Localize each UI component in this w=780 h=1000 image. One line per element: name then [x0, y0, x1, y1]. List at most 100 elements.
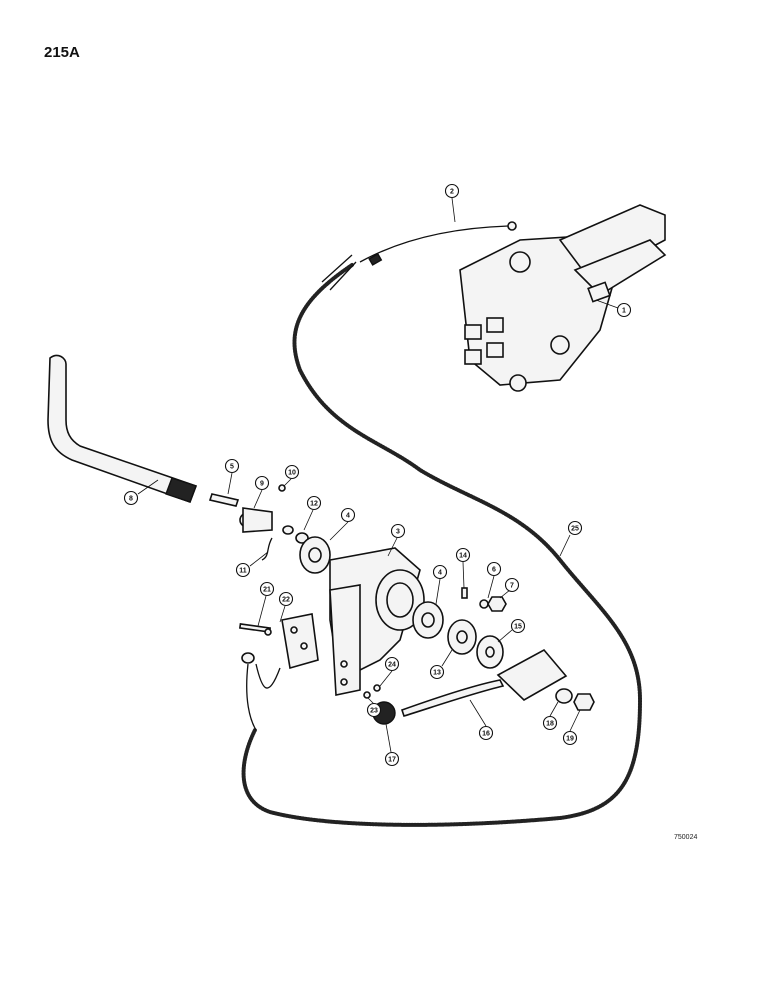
- callout-label: 5: [230, 464, 234, 471]
- wire-lead-b: [329, 261, 357, 291]
- callout-label: 2: [450, 189, 454, 196]
- callout-c11: 11: [235, 562, 251, 578]
- callout-label: 23: [370, 708, 378, 715]
- callout-c13: 13: [429, 664, 445, 680]
- callout-c17: 17: [384, 751, 400, 767]
- callout-label: 4: [438, 570, 442, 577]
- callout-c10: 10: [284, 464, 300, 480]
- callout-circle: [542, 715, 558, 731]
- callout-label: 14: [459, 553, 467, 560]
- switch-wire-2: [359, 225, 509, 263]
- callout-label: 25: [571, 526, 579, 533]
- callout-circle: [123, 490, 139, 506]
- callout-circle: [235, 562, 251, 578]
- callout-c21: 21: [259, 581, 275, 597]
- callout-c9: 9: [254, 475, 270, 491]
- callout-circle: [429, 664, 445, 680]
- callout-label: 4: [346, 513, 350, 520]
- callout-c23: 23: [366, 702, 382, 718]
- callout-c5: 5: [224, 458, 240, 474]
- callout-label: 16: [482, 731, 490, 738]
- lever-tube: [47, 354, 198, 504]
- callout-circle: [259, 581, 275, 597]
- callout-label: 15: [514, 624, 522, 631]
- callout-c8: 8: [123, 490, 139, 506]
- callout-c15: 15: [510, 618, 526, 634]
- callout-c2: 2: [444, 183, 460, 199]
- mounting-bracket: [329, 547, 425, 696]
- callout-c4b: 4: [432, 564, 448, 580]
- wire-connector: [368, 252, 383, 266]
- callout-c6: 6: [486, 561, 502, 577]
- nut-19: [573, 693, 595, 711]
- callout-circle: [455, 547, 471, 563]
- callout-c4a: 4: [340, 507, 356, 523]
- callout-circle: [254, 475, 270, 491]
- washer-23: [363, 691, 371, 699]
- callout-circle: [366, 702, 382, 718]
- callout-c19: 19: [562, 730, 578, 746]
- callout-circle: [384, 656, 400, 672]
- callout-circle: [567, 520, 583, 536]
- callout-label: 6: [492, 567, 496, 574]
- set-screw-14: [461, 587, 468, 599]
- washer-18: [555, 688, 573, 704]
- callout-circle: [384, 751, 400, 767]
- callout-circle: [616, 302, 632, 318]
- leader-lines: [137, 197, 619, 753]
- neutral-switch: [238, 613, 319, 731]
- callout-circle: [562, 730, 578, 746]
- callout-c7: 7: [504, 577, 520, 593]
- callout-label: 8: [129, 496, 133, 503]
- control-lever: [400, 679, 505, 717]
- callout-circle: [340, 507, 356, 523]
- callout-c12: 12: [306, 495, 322, 511]
- callout-circle: [306, 495, 322, 511]
- callout-label: 3: [396, 529, 400, 536]
- callout-c18: 18: [542, 715, 558, 731]
- callout-c3: 3: [390, 523, 406, 539]
- callout-label: 13: [433, 670, 441, 677]
- callout-circle: [444, 183, 460, 199]
- callout-label: 11: [239, 568, 247, 575]
- callout-circle: [486, 561, 502, 577]
- callout-circle: [278, 591, 294, 607]
- wire-lead-a: [321, 254, 353, 283]
- callout-circle: [504, 577, 520, 593]
- callout-circle: [224, 458, 240, 474]
- drawing-code: 750024: [674, 834, 698, 841]
- callout-c22: 22: [278, 591, 294, 607]
- callout-c16: 16: [478, 725, 494, 741]
- callout-circle: [478, 725, 494, 741]
- callout-label: 19: [566, 736, 574, 743]
- washer-6: [479, 599, 489, 609]
- lever-plate: [496, 648, 568, 701]
- callout-label: 18: [546, 721, 554, 728]
- callout-label: 12: [310, 501, 318, 508]
- callout-label: 9: [260, 481, 264, 488]
- callout-label: 7: [510, 583, 514, 590]
- linkage-hardware: [208, 484, 309, 561]
- callout-circle: [432, 564, 448, 580]
- callout-circle: [390, 523, 406, 539]
- callout-label: 21: [263, 587, 271, 594]
- control-cable-25: [241, 263, 643, 827]
- callout-label: 24: [388, 662, 396, 669]
- callout-label: 10: [288, 470, 296, 477]
- control-valve: [459, 204, 667, 392]
- callout-circle: [510, 618, 526, 634]
- callout-c1: 1: [616, 302, 632, 318]
- callout-c24: 24: [384, 656, 400, 672]
- callout-label: 17: [388, 757, 396, 764]
- callout-c25: 25: [567, 520, 583, 536]
- washer-24: [373, 684, 381, 692]
- nut-7: [487, 596, 507, 612]
- wire-terminal-eye: [507, 221, 517, 231]
- callout-circle: [284, 464, 300, 480]
- callout-c14: 14: [455, 547, 471, 563]
- page-number: 215A: [44, 44, 80, 61]
- callout-label: 22: [282, 597, 290, 604]
